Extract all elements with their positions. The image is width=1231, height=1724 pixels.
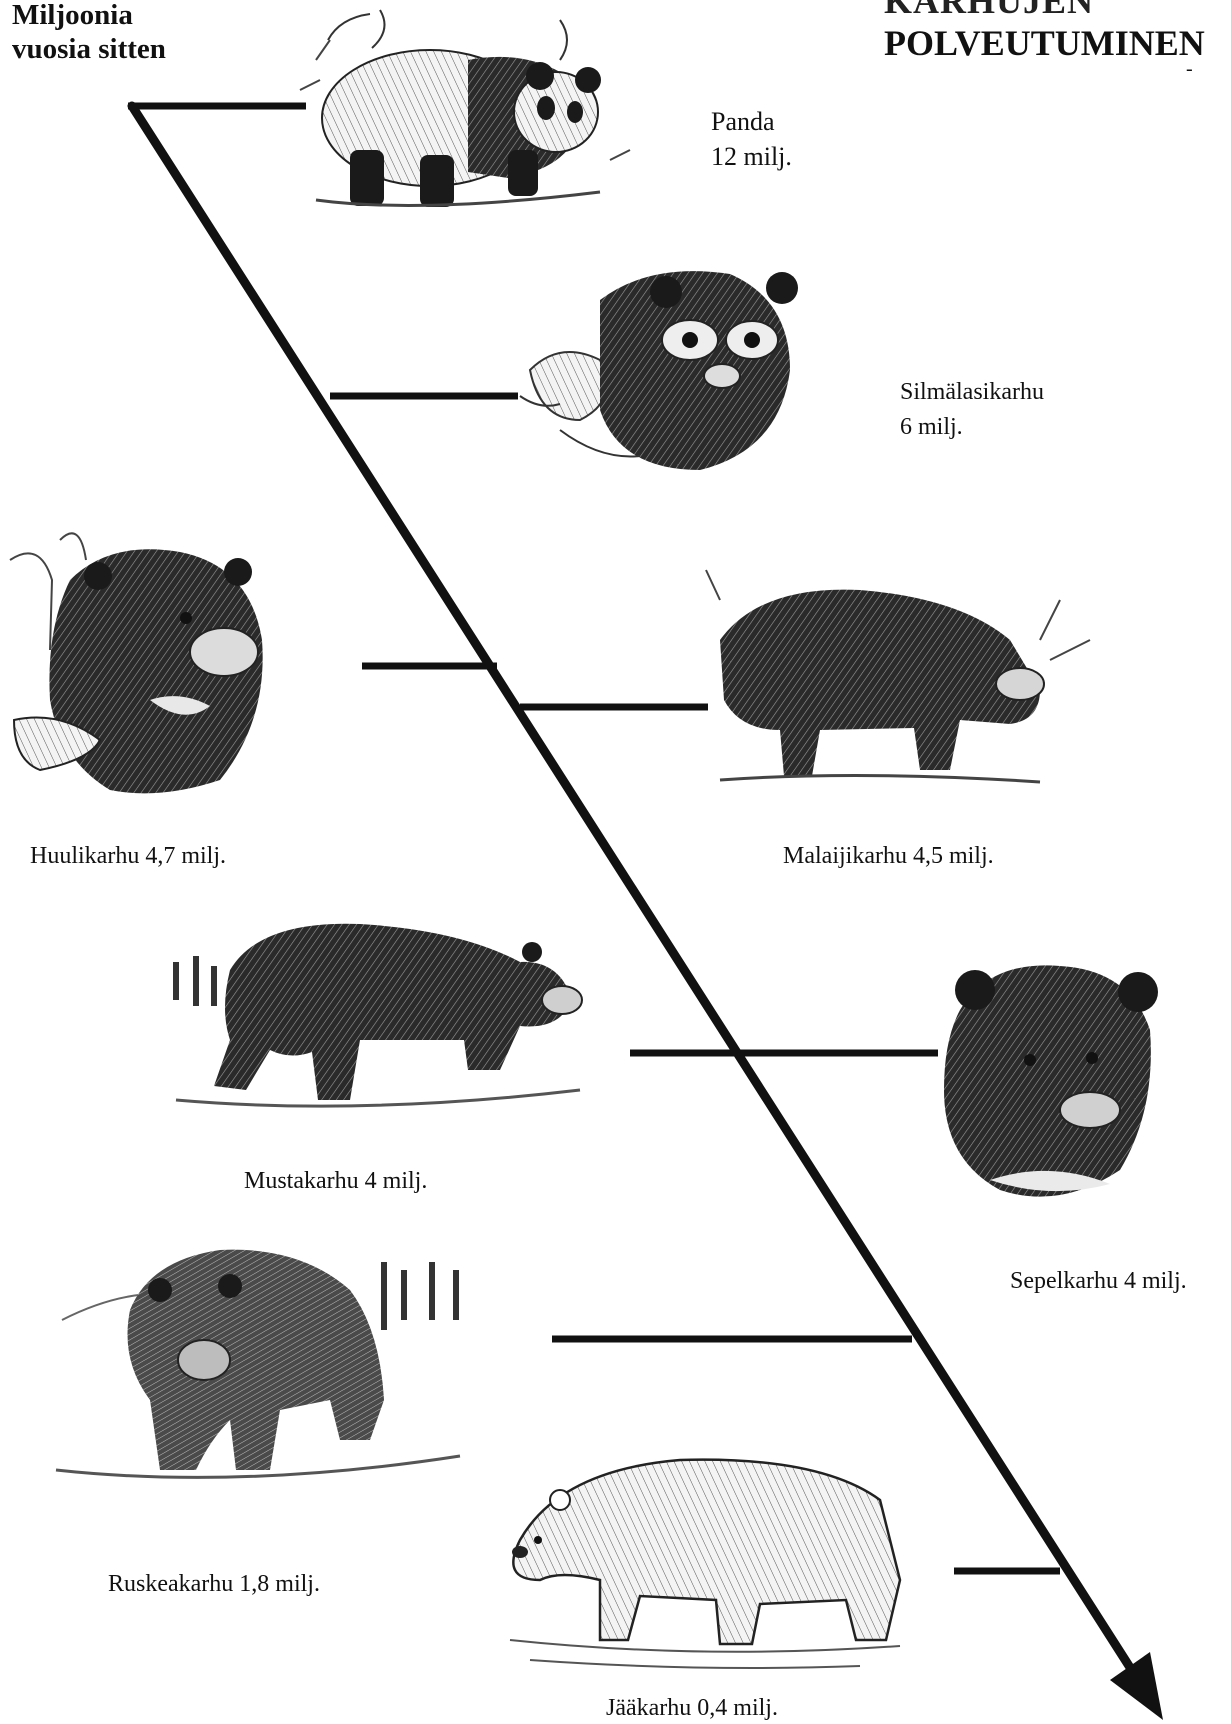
sepelkarhu-label: Sepelkarhu 4 milj. — [1010, 1268, 1187, 1294]
silmalasikarhu-name-label: Silmälasikarhu — [900, 379, 1044, 405]
sloth-bear-illustration — [10, 533, 263, 793]
diagram-title: KARHUJEN POLVEUTUMINEN — [884, 0, 1229, 64]
panda-illustration — [300, 10, 630, 207]
axis-label: Miljoonia vuosia sitten — [12, 0, 166, 66]
timeline-arrowhead — [1110, 1652, 1163, 1720]
malaijikarhu-label: Malaijikarhu 4,5 milj. — [783, 843, 994, 869]
panda-age-label: 12 milj. — [711, 142, 792, 171]
black-bear-illustration — [176, 924, 582, 1106]
jaakarhu-label: Jääkarhu 0,4 milj. — [606, 1695, 778, 1721]
silmalasikarhu-age-label: 6 milj. — [900, 414, 963, 440]
panda-name-label: Panda — [711, 107, 775, 136]
title-line1: KARHUJEN — [884, 0, 1229, 22]
asiatic-black-bear-illustration — [944, 965, 1158, 1196]
title-line2: POLVEUTUMINEN — [884, 22, 1229, 64]
mustakarhu-label: Mustakarhu 4 milj. — [244, 1168, 427, 1194]
brown-bear-illustration — [56, 1250, 460, 1478]
sun-bear-illustration — [706, 570, 1090, 782]
spectacled-bear-illustration — [520, 271, 798, 470]
huulikarhu-label: Huulikarhu 4,7 milj. — [30, 843, 226, 869]
axis-label-line2: vuosia sitten — [12, 32, 166, 66]
ruskeakarhu-label: Ruskeakarhu 1,8 milj. — [108, 1571, 320, 1597]
polar-bear-illustration — [510, 1460, 900, 1668]
title-dash: - — [1186, 58, 1193, 81]
axis-label-line1: Miljoonia — [12, 0, 166, 32]
